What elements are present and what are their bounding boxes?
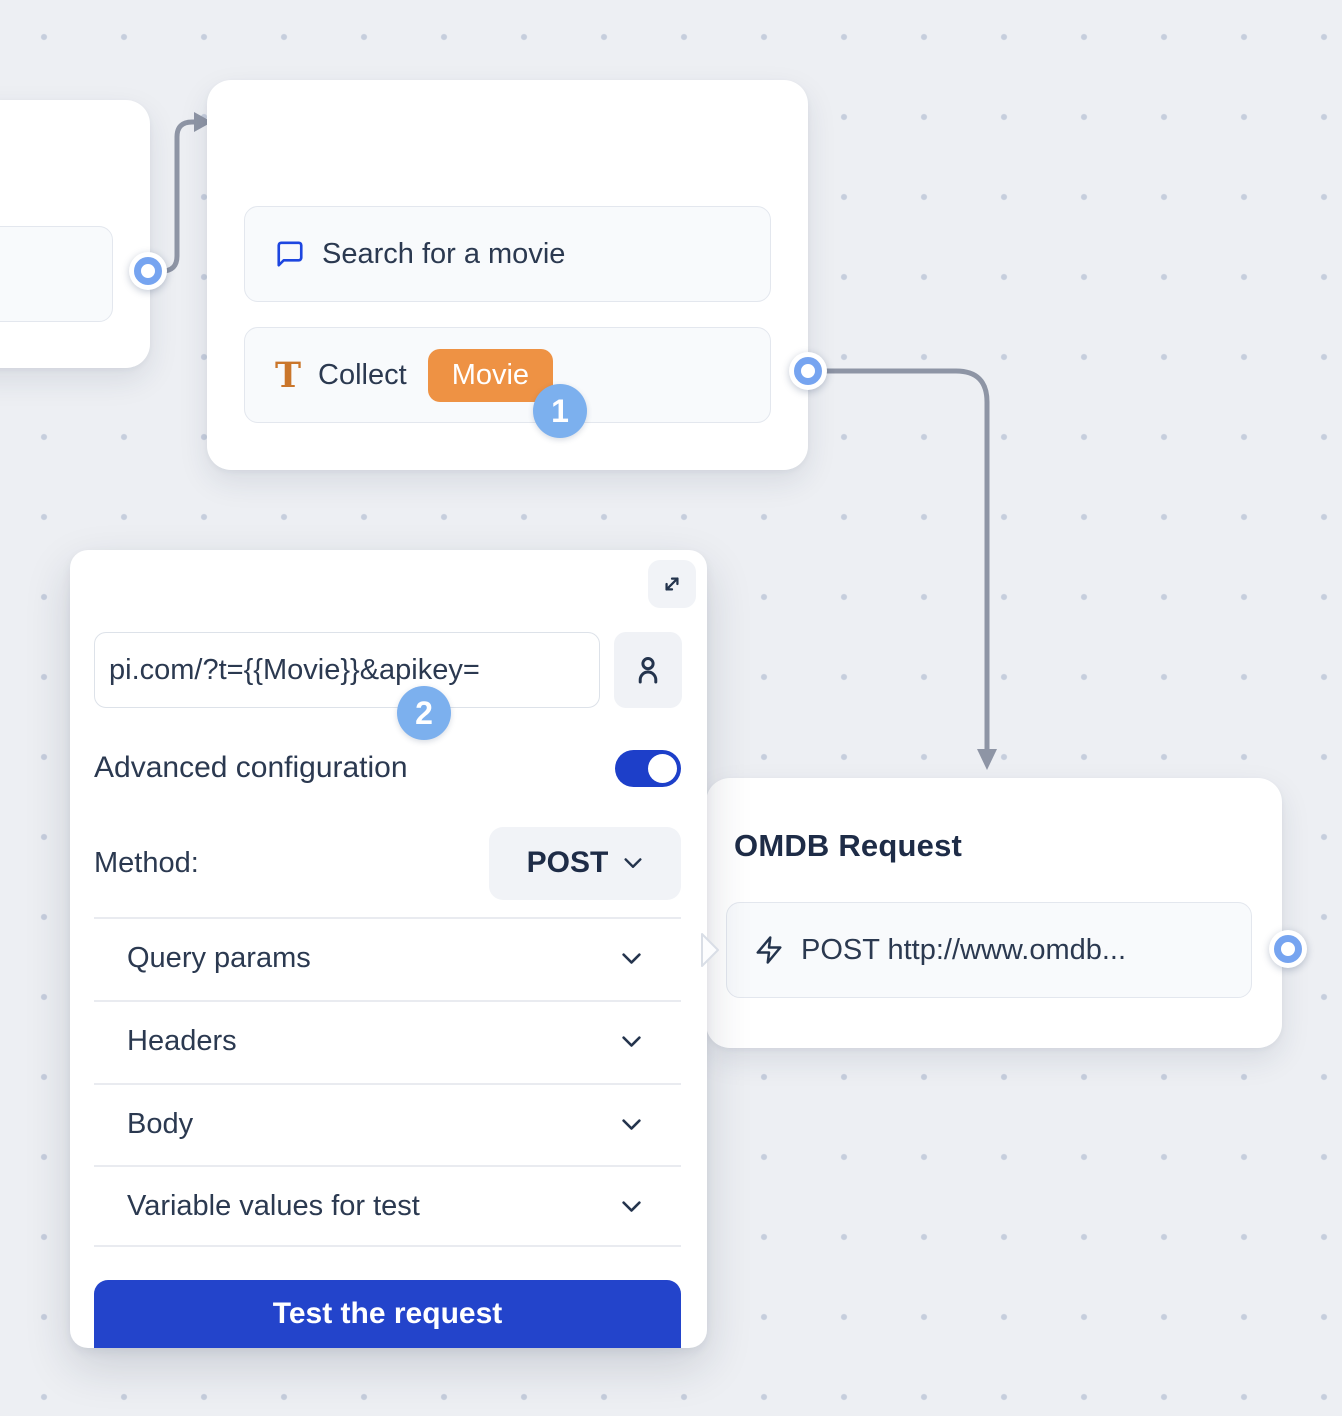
node-card-omdb-request[interactable]: OMDB Request POST http://www.omdb...: [706, 778, 1282, 1048]
chevron-down-icon: [623, 857, 643, 870]
output-port-omdb[interactable]: [1269, 930, 1307, 968]
section-body[interactable]: Body: [94, 1085, 681, 1164]
section-label: Variable values for test: [127, 1190, 420, 1222]
divider: [94, 1165, 681, 1167]
advanced-toggle[interactable]: [615, 749, 681, 787]
divider: [94, 1000, 681, 1002]
section-label: Body: [127, 1108, 194, 1140]
port-ring-icon: [134, 257, 162, 285]
advanced-configuration-label: Advanced configuration: [94, 751, 408, 784]
port-ring-icon: [794, 357, 822, 385]
section-label: Query params: [127, 942, 311, 974]
chat-bubble-icon: [275, 239, 305, 269]
advanced-configuration-row: Advanced configuration: [94, 744, 681, 792]
flow-item-label: POST http://www.omdb...: [801, 933, 1127, 966]
divider: [94, 917, 681, 919]
expand-icon: [659, 571, 685, 597]
node-card-movie-search[interactable]: Movie search Search for a movie T Collec…: [207, 80, 808, 470]
flow-item-search-message[interactable]: Search for a movie: [244, 206, 771, 302]
toggle-knob: [648, 753, 677, 783]
flow-item-collect-input[interactable]: T Collect Movie: [244, 327, 771, 423]
node-title: OMDB Request: [734, 828, 963, 863]
connector-arrowhead-1: [194, 112, 212, 132]
step-badge-2: 2: [397, 686, 451, 740]
user-variable-button[interactable]: [614, 632, 682, 708]
method-label: Method:: [94, 846, 199, 879]
variable-badge-movie[interactable]: Movie: [427, 348, 554, 402]
flow-item-label: Collect: [318, 358, 407, 391]
method-select[interactable]: POST: [489, 826, 681, 900]
input-notch-icon: [701, 933, 719, 967]
method-value: POST: [526, 846, 609, 879]
section-query-params[interactable]: Query params: [94, 919, 681, 998]
divider: [94, 1245, 681, 1247]
chevron-down-icon: [620, 1200, 643, 1214]
text-input-icon: T: [275, 354, 302, 396]
divider: [94, 1083, 681, 1085]
test-request-button[interactable]: Test the request: [94, 1280, 681, 1348]
config-panel: 2 Advanced configuration Method: POST Qu…: [70, 550, 707, 1348]
section-headers[interactable]: Headers: [94, 1002, 681, 1081]
connector-line-2: [812, 368, 990, 753]
section-variable-values[interactable]: Variable values for test: [94, 1167, 681, 1246]
flow-item-partial[interactable]: [0, 226, 113, 322]
user-icon: [631, 653, 665, 687]
chevron-down-icon: [620, 1035, 643, 1049]
output-port-partial[interactable]: [129, 252, 167, 290]
node-card-partial[interactable]: [0, 100, 150, 368]
step-badge-1: 1: [533, 384, 587, 438]
expand-button[interactable]: [648, 560, 696, 608]
flow-item-label: Search for a movie: [322, 237, 566, 270]
section-label: Headers: [127, 1025, 237, 1057]
url-input[interactable]: [94, 632, 600, 708]
chevron-down-icon: [620, 1118, 643, 1132]
connector-line-1: [150, 119, 198, 274]
method-row: Method: POST: [94, 826, 681, 900]
lightning-icon: [754, 935, 784, 965]
output-port-movie-search[interactable]: [789, 352, 827, 390]
port-ring-icon: [1274, 935, 1302, 963]
flow-item-http-request[interactable]: POST http://www.omdb...: [726, 902, 1252, 998]
connector-arrowhead-2: [977, 749, 997, 770]
chevron-down-icon: [620, 952, 643, 966]
